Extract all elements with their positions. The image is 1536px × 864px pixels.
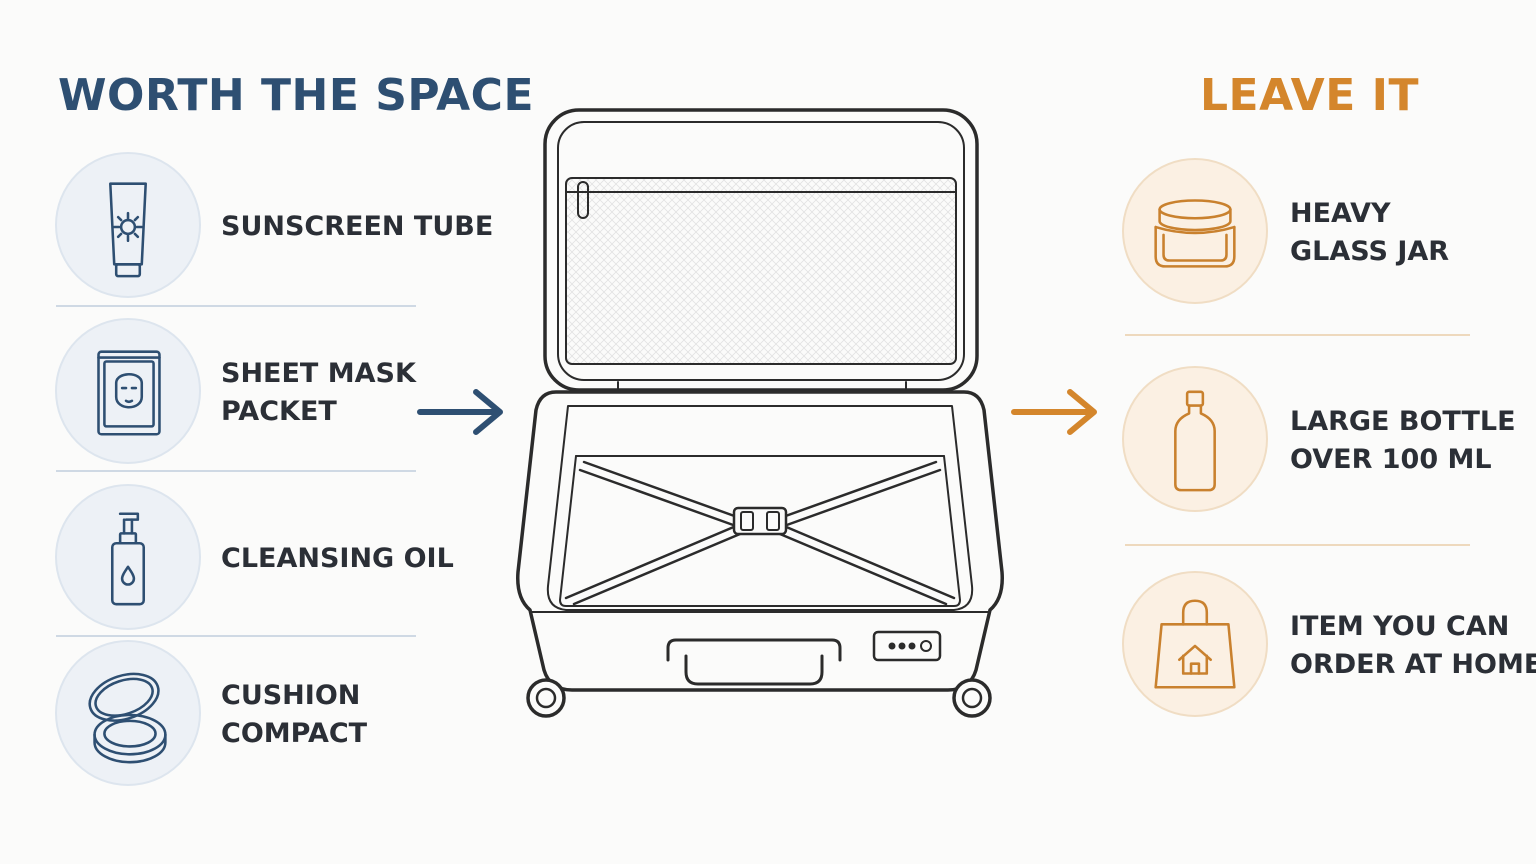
open-suitcase-icon [516, 108, 1004, 718]
large-bottle-icon [1122, 366, 1268, 512]
item-label: HEAVY GLASS JAR [1290, 198, 1450, 267]
leave-it-heading: LEAVE IT [1200, 70, 1419, 121]
cushion-compact-icon [55, 640, 201, 786]
arrow-right-icon [1011, 389, 1097, 435]
shopping-bag-home-icon [1122, 571, 1268, 717]
item-label: SHEET MASK PACKET [221, 358, 416, 427]
pump-bottle-icon [55, 484, 201, 630]
divider [56, 635, 416, 637]
worth-the-space-heading: WORTH THE SPACE [58, 70, 535, 121]
item-label: CUSHION COMPACT [221, 680, 368, 749]
item-label: CLEANSING OIL [221, 543, 454, 574]
glass-jar-icon [1122, 158, 1268, 304]
item-label: SUNSCREEN TUBE [221, 211, 494, 242]
divider [1125, 544, 1470, 546]
divider [56, 470, 416, 472]
sheet-mask-icon [55, 318, 201, 464]
arrow-right-icon [417, 389, 503, 435]
divider [1125, 334, 1470, 336]
divider [56, 305, 416, 307]
item-label: LARGE BOTTLE OVER 100 ML [1290, 406, 1516, 475]
sunscreen-tube-icon [55, 152, 201, 298]
item-label: ITEM YOU CAN ORDER AT HOME [1290, 611, 1536, 680]
